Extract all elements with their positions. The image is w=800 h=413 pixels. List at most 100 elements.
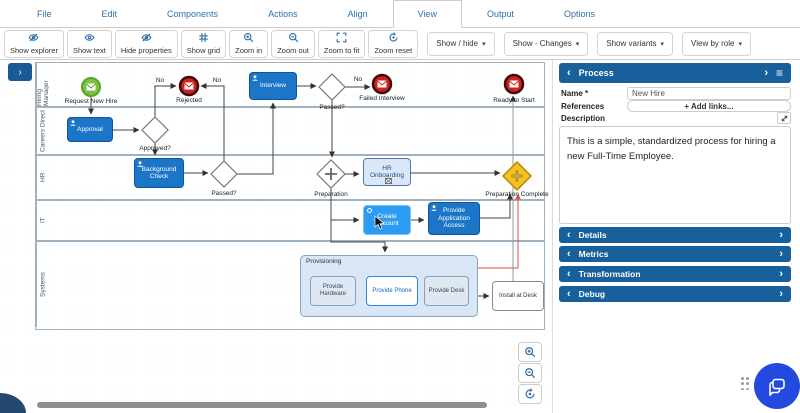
zoom-to-fit-button[interactable]: Zoom to fit — [317, 29, 366, 58]
grid-icon — [198, 32, 209, 45]
menu-tab-components[interactable]: Components — [167, 8, 219, 19]
section-details[interactable]: ‹ Details › — [559, 227, 791, 243]
show-text-button[interactable]: Show text — [66, 29, 112, 58]
chevron-right-icon: › — [779, 247, 783, 260]
fab-drag-handle[interactable] — [741, 377, 749, 391]
zoom-in-button[interactable]: Zoom in — [229, 29, 269, 58]
show-explorer-button[interactable]: Show explorer — [4, 29, 64, 58]
flow-label-no: No — [212, 77, 222, 84]
show-grid-button[interactable]: Show grid — [180, 29, 227, 58]
section-metrics[interactable]: ‹ Metrics › — [559, 246, 791, 262]
gateway-label: Passed? — [211, 190, 237, 197]
user-icon — [431, 205, 437, 211]
gateway-label: Passed? — [319, 104, 345, 111]
lane-label[interactable]: IT — [36, 201, 49, 240]
explorer-expand-button[interactable]: › — [8, 63, 32, 81]
lane-label[interactable]: Systems — [36, 242, 49, 327]
description-label: Description — [561, 114, 606, 123]
menu-tab-options[interactable]: Options — [563, 8, 596, 19]
event-label: Ready to Start — [493, 97, 535, 104]
zoom-out-icon — [525, 368, 536, 379]
menu-tab-file[interactable]: File — [37, 8, 52, 19]
gateway-label: Approved? — [139, 145, 171, 152]
corner-shape — [0, 393, 26, 413]
loop-marker-icon — [367, 208, 372, 213]
chevron-right-icon: › — [779, 267, 783, 280]
task-create-account[interactable]: Create Account — [363, 205, 411, 235]
canvas-zoom-in-button[interactable] — [518, 342, 542, 362]
menu-bar: File Edit Components Actions Align View … — [0, 0, 800, 28]
properties-panel: ‹ Process › ≡ Name * References + Add li… — [553, 60, 799, 413]
user-icon — [70, 120, 76, 126]
canvas-zoom-reset-button[interactable] — [518, 384, 542, 404]
chevron-down-icon: ▾ — [660, 40, 665, 48]
zoom-in-icon — [525, 347, 536, 358]
zoom-out-icon — [288, 32, 299, 45]
task-interview[interactable]: Interview — [249, 72, 297, 100]
lane-label[interactable]: HR — [36, 156, 49, 199]
task-provide-application-access[interactable]: Provide Application Access — [428, 202, 480, 235]
expand-description-button[interactable] — [777, 112, 791, 124]
section-transformation[interactable]: ‹ Transformation › — [559, 266, 791, 282]
event-label: Rejected — [176, 97, 202, 104]
user-icon — [137, 161, 143, 167]
chevron-left-icon: ‹ — [567, 287, 571, 300]
show-variants-dropdown[interactable]: Show variants ▾ — [597, 31, 674, 56]
task-provide-phone[interactable]: Provide Phone — [366, 276, 418, 306]
menu-tab-actions[interactable]: Actions — [268, 8, 298, 19]
zoom-out-button[interactable]: Zoom out — [271, 29, 315, 58]
view-by-role-dropdown[interactable]: View by role ▾ — [682, 31, 751, 56]
task-approval[interactable]: Approval — [67, 117, 113, 142]
lane-careers-direct: Careers Direct — [36, 108, 544, 156]
lane-it: IT — [36, 201, 544, 242]
show-hide-dropdown[interactable]: Show / hide ▾ — [427, 31, 495, 56]
section-debug[interactable]: ‹ Debug › — [559, 286, 791, 302]
description-textarea[interactable] — [559, 126, 791, 224]
panel-header: ‹ Process › ≡ — [559, 63, 791, 83]
diagram-canvas[interactable]: › Hiring Manager Careers Direct HR IT Sy… — [0, 60, 553, 413]
show-changes-dropdown[interactable]: Show - Changes ▾ — [503, 31, 589, 56]
menu-tab-edit[interactable]: Edit — [101, 8, 118, 19]
chat-icon — [769, 378, 785, 396]
menu-tab-output[interactable]: Output — [486, 8, 514, 19]
chat-button[interactable] — [754, 363, 800, 409]
canvas-zoom-out-button[interactable] — [518, 363, 542, 383]
zoom-reset-button[interactable]: Zoom reset — [368, 29, 419, 58]
task-provide-desk[interactable]: Provide Desk — [424, 276, 469, 306]
flow-label-no: No — [155, 77, 165, 84]
chevron-down-icon: ▾ — [575, 40, 580, 48]
toolbar: Show explorer Show text Hide properties … — [0, 28, 800, 60]
add-links-button[interactable]: + Add links... — [627, 100, 791, 112]
reset-icon — [525, 388, 535, 399]
menu-tab-view[interactable]: View — [392, 0, 462, 28]
name-input[interactable] — [627, 87, 791, 100]
process-pool: Hiring Manager Careers Direct HR IT Syst… — [35, 62, 545, 330]
task-provide-hardware[interactable]: Provide Hardware — [310, 276, 356, 306]
chevron-left-icon[interactable]: ‹ — [567, 66, 571, 79]
task-hr-onboarding[interactable]: HR Onboarding — [363, 158, 411, 186]
chevron-right-icon: › — [779, 228, 783, 241]
event-label: Failed Interview — [359, 95, 405, 102]
zoom-in-icon — [243, 32, 254, 45]
name-label: Name * — [561, 89, 589, 98]
user-icon — [252, 75, 258, 81]
chevron-left-icon: ‹ — [567, 247, 571, 260]
eye-off-icon — [141, 32, 152, 45]
lane-label[interactable]: Hiring Manager — [36, 63, 49, 106]
lane-label[interactable]: Careers Direct — [36, 108, 49, 154]
task-background-check[interactable]: Background Check — [134, 158, 184, 188]
menu-icon[interactable]: ≡ — [775, 66, 783, 80]
hide-properties-button[interactable]: Hide properties — [114, 29, 178, 58]
references-label: References — [561, 102, 605, 111]
chevron-left-icon: ‹ — [567, 228, 571, 241]
horizontal-scrollbar[interactable] — [37, 402, 487, 408]
menu-tab-align[interactable]: Align — [347, 8, 368, 19]
flow-label-no: No — [353, 76, 363, 83]
chevron-right-icon: › — [779, 287, 783, 300]
eye-off-icon — [28, 32, 39, 45]
expand-icon — [336, 32, 347, 45]
chevron-right-icon[interactable]: › — [764, 66, 768, 79]
chevron-down-icon: ▾ — [482, 40, 486, 48]
task-install-at-desk[interactable]: Install at Desk — [492, 281, 544, 311]
gateway-label: Preparation — [314, 191, 348, 198]
